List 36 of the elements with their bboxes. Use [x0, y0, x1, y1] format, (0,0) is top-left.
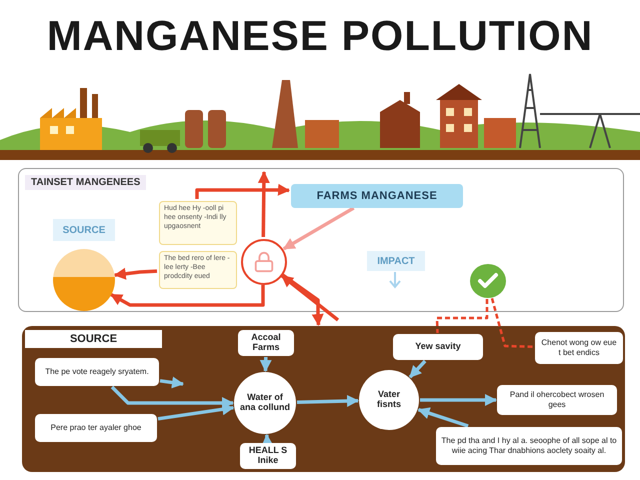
arrow [282, 206, 355, 250]
arrow [418, 407, 469, 428]
process-circle: Water of ana collund [234, 372, 296, 434]
title: MANGANESE POLLUTION [46, 12, 594, 60]
arrow [258, 171, 270, 238]
text-box: HEALL S Inike [240, 443, 296, 469]
text-box: Pere prao ter ayaler ghoe [35, 414, 157, 442]
arrow [296, 394, 359, 407]
panel-heading: TAINSET MANGENEES [25, 175, 146, 190]
dashed-connector [490, 298, 534, 348]
text-box: The pe vote reagely sryatem. [35, 358, 159, 386]
arrow [260, 356, 272, 372]
text-box: Pand il ohercobect wrosen gees [497, 385, 617, 415]
panel [22, 326, 625, 472]
label-tag: FARMS MANGANESE [291, 184, 463, 208]
text-box: Yew savity [393, 334, 483, 360]
panel-heading: SOURCE [25, 330, 162, 348]
arrow [282, 273, 324, 326]
process-circle: Vater fisnts [359, 370, 419, 430]
arrow [408, 360, 426, 378]
text-box: Chenot wong ow eue t bet endics [535, 332, 623, 364]
label-tag: SOURCE [53, 219, 115, 241]
dashed-connector [436, 299, 488, 334]
arrow [195, 184, 290, 199]
arrow [114, 268, 158, 280]
text-box: Accoal Farms [238, 330, 294, 356]
arrow [280, 274, 340, 322]
arrow [158, 403, 234, 421]
panel [18, 168, 624, 312]
lock-circle [241, 239, 287, 285]
label-tag: IMPACT [367, 251, 425, 271]
check-circle [470, 264, 506, 298]
arrow [160, 376, 184, 388]
text-box: The pd tha and I hy al a. seoophe of all sope al to wiie acing Thar dnabhions aoclety soaity al. [436, 427, 622, 465]
arrow [420, 394, 497, 406]
arrow [110, 285, 265, 307]
